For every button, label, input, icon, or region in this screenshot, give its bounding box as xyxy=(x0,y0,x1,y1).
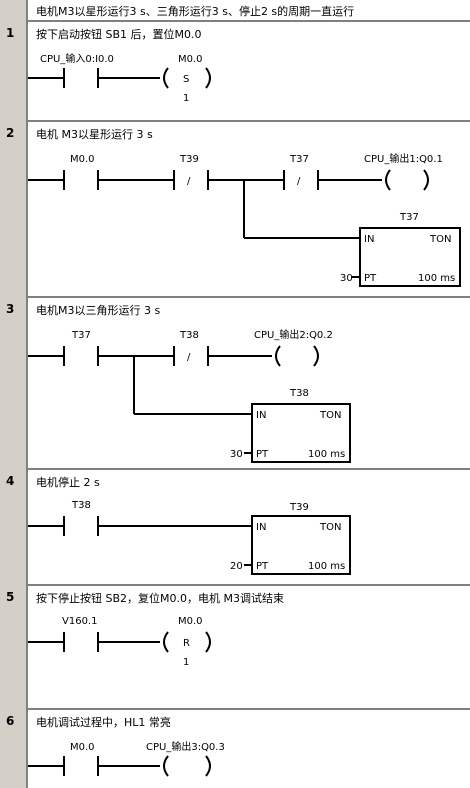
network-separator xyxy=(28,468,470,470)
network-title: 电机停止 2 s xyxy=(36,476,100,489)
network-number: 2 xyxy=(6,126,15,140)
network-1[interactable]: 1 按下启动按钮 SB1 后，置位M0.0 CPU_输入0:I0.0 M0.0 … xyxy=(0,20,470,120)
coil-label: M0.0 xyxy=(178,616,203,627)
network-number: 3 xyxy=(6,302,15,316)
output-coil[interactable]: CPU_输出2:Q0.2 xyxy=(254,328,333,367)
nc-contact[interactable]: / T37 xyxy=(283,154,319,190)
contact-label: T37 xyxy=(289,154,309,165)
network-title: 电机 M3以星形运行 3 s xyxy=(36,128,153,141)
network-5[interactable]: 5 按下停止按钮 SB2，复位M0.0，电机 M3调试结束 V160.1 M0.… xyxy=(0,584,470,708)
no-contact[interactable]: CPU_输入0:I0.0 xyxy=(40,52,114,88)
contact-label: M0.0 xyxy=(70,154,95,165)
contact-label: V160.1 xyxy=(62,616,97,627)
timer-pt-pin: PT xyxy=(256,561,269,572)
network-number: 5 xyxy=(6,590,15,604)
network-title: 按下启动按钮 SB1 后，置位M0.0 xyxy=(36,28,202,41)
ton-timer-block[interactable]: T38 IN TON PT 100 ms 30 xyxy=(230,388,351,463)
timer-type: TON xyxy=(319,522,341,533)
network-5-ladder: V160.1 M0.0 R 1 xyxy=(28,616,211,668)
reset-coil[interactable]: M0.0 R 1 xyxy=(163,616,211,668)
contact-symbol: / xyxy=(187,352,191,363)
nc-contact[interactable]: / T38 xyxy=(173,330,209,366)
coil-label: M0.0 xyxy=(178,54,203,65)
coil-count: 1 xyxy=(183,93,189,104)
coil-count: 1 xyxy=(183,657,189,668)
gutter-edge xyxy=(26,0,28,788)
timer-pt-pin: PT xyxy=(364,273,377,284)
network-separator xyxy=(28,296,470,298)
network-2[interactable]: 2 电机 M3以星形运行 3 s M0.0 / T39 / T37 CPU_输出… xyxy=(0,120,470,296)
timer-unit: 100 ms xyxy=(308,449,345,460)
timer-name: T37 xyxy=(399,212,419,223)
network-3[interactable]: 3 电机M3以三角形运行 3 s T37 / T38 CPU_输出2:Q0.2 … xyxy=(0,296,470,468)
output-coil[interactable]: CPU_输出1:Q0.1 xyxy=(364,152,443,191)
contact-label: T39 xyxy=(179,154,199,165)
timer-in-pin: IN xyxy=(256,522,266,533)
network-title: 电机M3以三角形运行 3 s xyxy=(36,304,161,317)
no-contact[interactable]: M0.0 xyxy=(63,742,99,776)
network-number: 1 xyxy=(6,26,15,40)
ton-timer-block[interactable]: T39 IN TON PT 100 ms 20 xyxy=(230,502,351,575)
network-1-ladder: CPU_输入0:I0.0 M0.0 S 1 xyxy=(28,52,211,104)
contact-label: CPU_输入0:I0.0 xyxy=(40,52,114,65)
nc-contact[interactable]: / T39 xyxy=(173,154,209,190)
coil-type: R xyxy=(183,638,190,649)
network-6-ladder: M0.0 CPU_输出3:Q0.3 xyxy=(28,740,225,777)
contact-label: M0.0 xyxy=(70,742,95,753)
timer-unit: 100 ms xyxy=(308,561,345,572)
timer-pt-pin: PT xyxy=(256,449,269,460)
network-title: 电机调试过程中，HL1 常亮 xyxy=(36,716,171,729)
network-number: 6 xyxy=(6,714,15,728)
network-4[interactable]: 4 电机停止 2 s T38 T39 IN TON PT 100 ms 20 xyxy=(0,468,470,584)
network-separator xyxy=(28,20,470,22)
contact-symbol: / xyxy=(187,176,191,187)
timer-in-pin: IN xyxy=(364,234,374,245)
set-coil[interactable]: M0.0 S 1 xyxy=(163,54,211,104)
timer-type: TON xyxy=(429,234,451,245)
network-6[interactable]: 6 电机调试过程中，HL1 常亮 M0.0 CPU_输出3:Q0.3 xyxy=(0,708,470,788)
no-contact[interactable]: T38 xyxy=(63,500,99,536)
left-gutter xyxy=(0,0,26,788)
coil-type: S xyxy=(183,74,189,85)
network-number: 4 xyxy=(6,474,15,488)
contact-label: T38 xyxy=(71,500,91,511)
network-3-ladder: T37 / T38 CPU_输出2:Q0.2 T38 IN TON PT 100… xyxy=(28,328,351,463)
timer-preset: 20 xyxy=(230,561,243,572)
coil-label: CPU_输出3:Q0.3 xyxy=(146,740,225,753)
coil-label: CPU_输出1:Q0.1 xyxy=(364,152,443,165)
no-contact[interactable]: T37 xyxy=(63,330,99,366)
ton-timer-block[interactable]: T37 IN TON PT 100 ms 30 xyxy=(340,212,461,287)
timer-preset: 30 xyxy=(340,273,353,284)
coil-label: CPU_输出2:Q0.2 xyxy=(254,328,333,341)
network-title: 按下停止按钮 SB2，复位M0.0，电机 M3调试结束 xyxy=(36,592,284,605)
network-separator xyxy=(28,584,470,586)
program-title-row[interactable]: 电机M3以星形运行3 s、三角形运行3 s、停止2 s的周期一直运行 xyxy=(28,0,470,21)
network-separator xyxy=(28,120,470,122)
no-contact[interactable]: M0.0 xyxy=(63,154,99,190)
output-coil[interactable]: CPU_输出3:Q0.3 xyxy=(146,740,225,777)
timer-unit: 100 ms xyxy=(418,273,455,284)
timer-in-pin: IN xyxy=(256,410,266,421)
program-title: 电机M3以星形运行3 s、三角形运行3 s、停止2 s的周期一直运行 xyxy=(36,5,355,18)
contact-label: T37 xyxy=(71,330,91,341)
contact-label: T38 xyxy=(179,330,199,341)
network-4-ladder: T38 T39 IN TON PT 100 ms 20 xyxy=(28,500,351,575)
no-contact[interactable]: V160.1 xyxy=(62,616,99,652)
network-separator xyxy=(28,708,470,710)
timer-name: T38 xyxy=(289,388,309,399)
network-2-ladder: M0.0 / T39 / T37 CPU_输出1:Q0.1 T37 IN TON… xyxy=(28,152,461,287)
timer-name: T39 xyxy=(289,502,309,513)
contact-symbol: / xyxy=(297,176,301,187)
timer-type: TON xyxy=(319,410,341,421)
timer-preset: 30 xyxy=(230,449,243,460)
